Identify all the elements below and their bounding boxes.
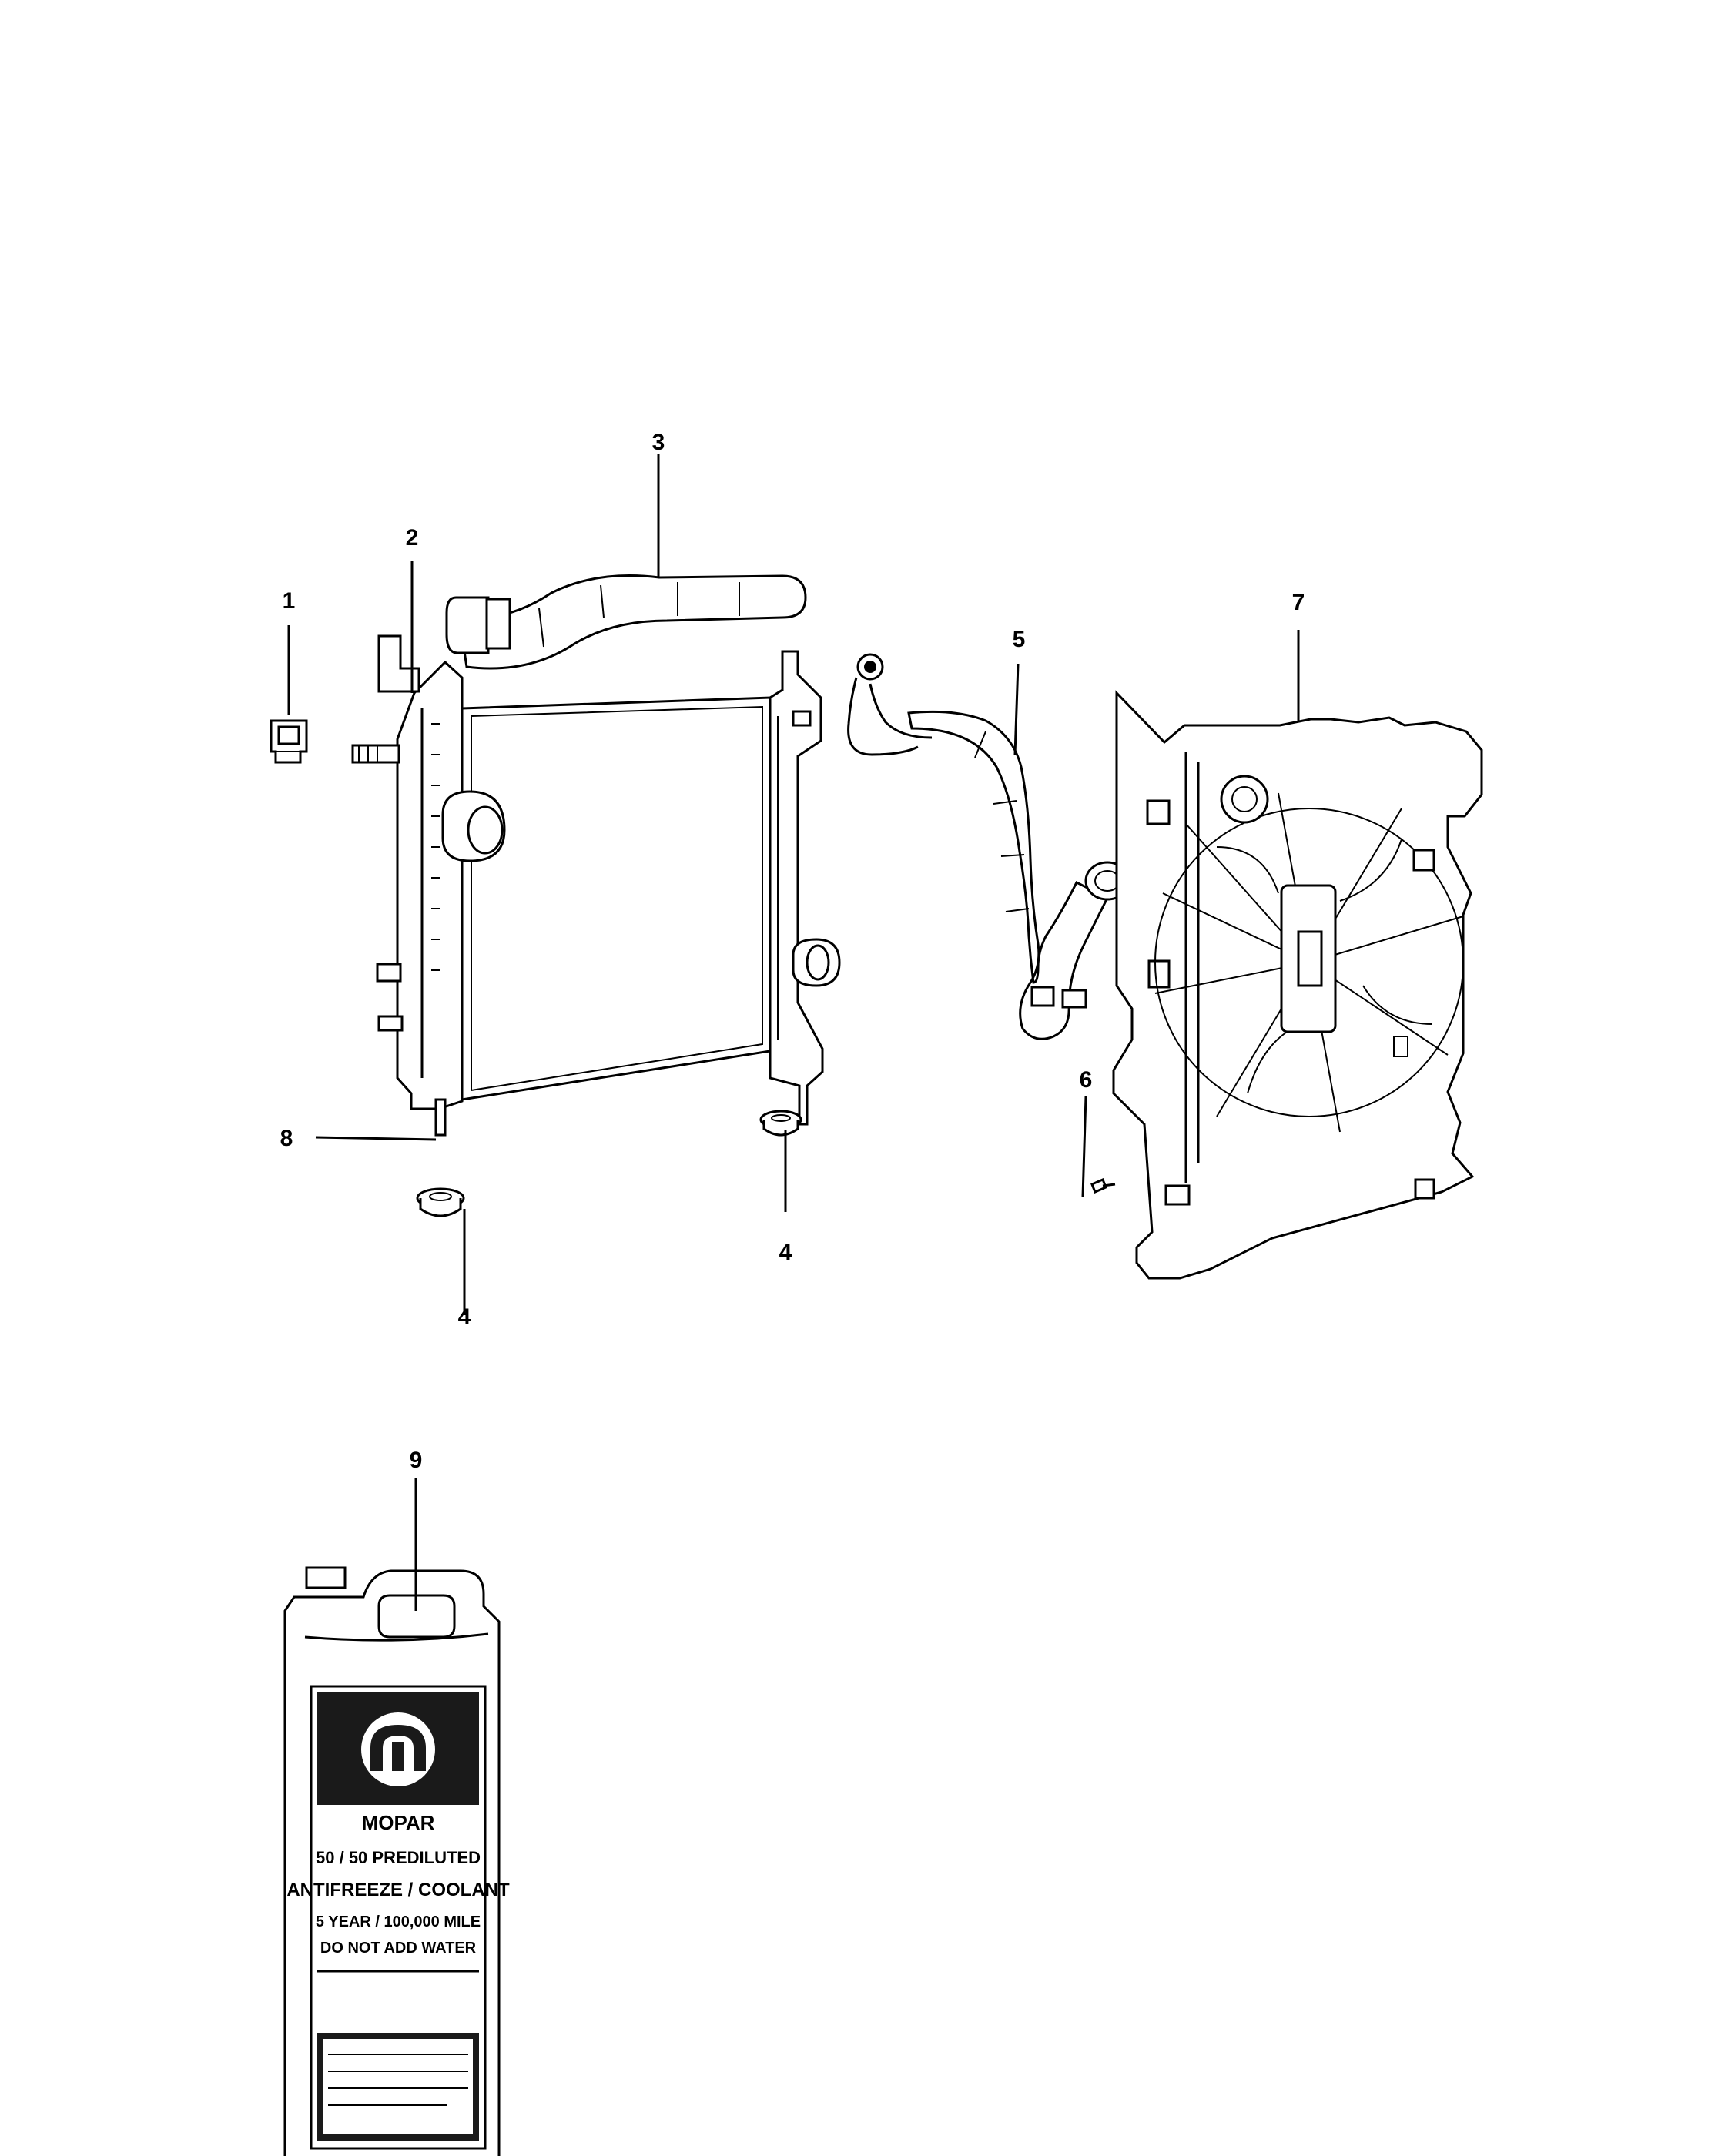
callout-7: 7 [1292, 590, 1305, 615]
part-2-radiator [351, 634, 841, 1137]
callout-1: 1 [283, 588, 296, 614]
callout-4-right: 4 [779, 1240, 792, 1265]
callout-8: 8 [280, 1126, 293, 1151]
part-9-coolant-jug [283, 1566, 501, 2156]
jug-label-line1: 50 / 50 PREDILUTED [316, 1848, 481, 1867]
jug-brand-text: MOPAR [362, 1811, 435, 1834]
part-3-upper-hose [445, 574, 807, 670]
jug-label-line4: DO NOT ADD WATER [320, 1940, 477, 1957]
callout-9: 9 [410, 1448, 423, 1473]
callout-3: 3 [652, 430, 665, 455]
callout-4-left: 4 [458, 1304, 471, 1330]
jug-label-line3: 5 YEAR / 100,000 MILE [316, 1913, 481, 1930]
jug-label-line2: ANTIFREEZE / COOLANT [286, 1880, 510, 1900]
callout-2: 2 [406, 525, 419, 551]
leader-lines [287, 454, 1300, 1611]
part-4-grommet-left [416, 1187, 465, 1217]
part-5-lower-hose [847, 653, 1130, 1040]
callout-6: 6 [1080, 1067, 1093, 1093]
part-7-fan-shroud [1112, 690, 1483, 1280]
callout-5: 5 [1013, 627, 1026, 652]
part-1-connector [270, 719, 308, 764]
part-4-grommet-right [759, 1110, 802, 1137]
part-6-screw [1090, 1178, 1116, 1194]
